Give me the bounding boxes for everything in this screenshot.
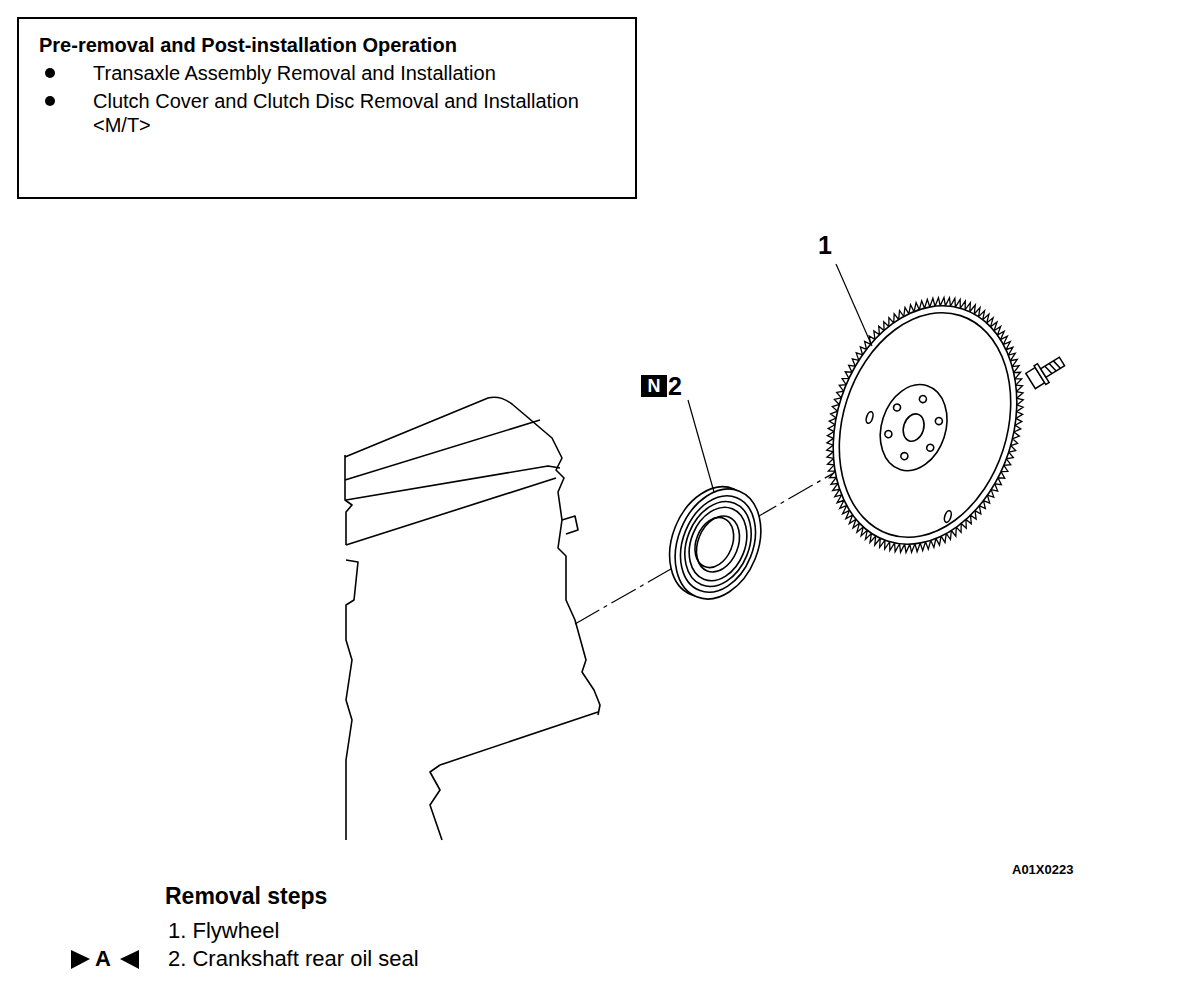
- callout-number: 1: [818, 231, 832, 260]
- bullet-text: Clutch Cover and Clutch Disc Removal and…: [93, 89, 583, 137]
- badge-letter: N: [648, 376, 661, 397]
- step-text: 1. Flywheel: [168, 918, 279, 943]
- new-part-badge: N: [641, 375, 667, 397]
- box-heading: Pre-removal and Post-installation Operat…: [39, 33, 625, 57]
- service-mark: A: [95, 946, 111, 971]
- bullet-row: Transaxle Assembly Removal and Installat…: [39, 61, 625, 85]
- flywheel-bolt: [1025, 352, 1068, 390]
- bullet-dot: [45, 68, 55, 78]
- bullet-dot: [45, 96, 55, 106]
- engine-block: [345, 397, 600, 840]
- leader-line: [688, 264, 872, 492]
- list-heading: Removal steps: [165, 883, 327, 909]
- operation-box: Pre-removal and Post-installation Operat…: [17, 17, 637, 199]
- figure-code: A01X0223: [1012, 863, 1073, 878]
- step-text: 2. Crankshaft rear oil seal: [168, 946, 419, 971]
- ring-gear: [795, 272, 1055, 578]
- flywheel: [795, 272, 1055, 578]
- callout-number: 2: [668, 372, 682, 401]
- bullet-row: Clutch Cover and Clutch Disc Removal and…: [39, 89, 625, 137]
- bullet-text: Transaxle Assembly Removal and Installat…: [93, 61, 583, 85]
- oil-seal: [654, 474, 776, 612]
